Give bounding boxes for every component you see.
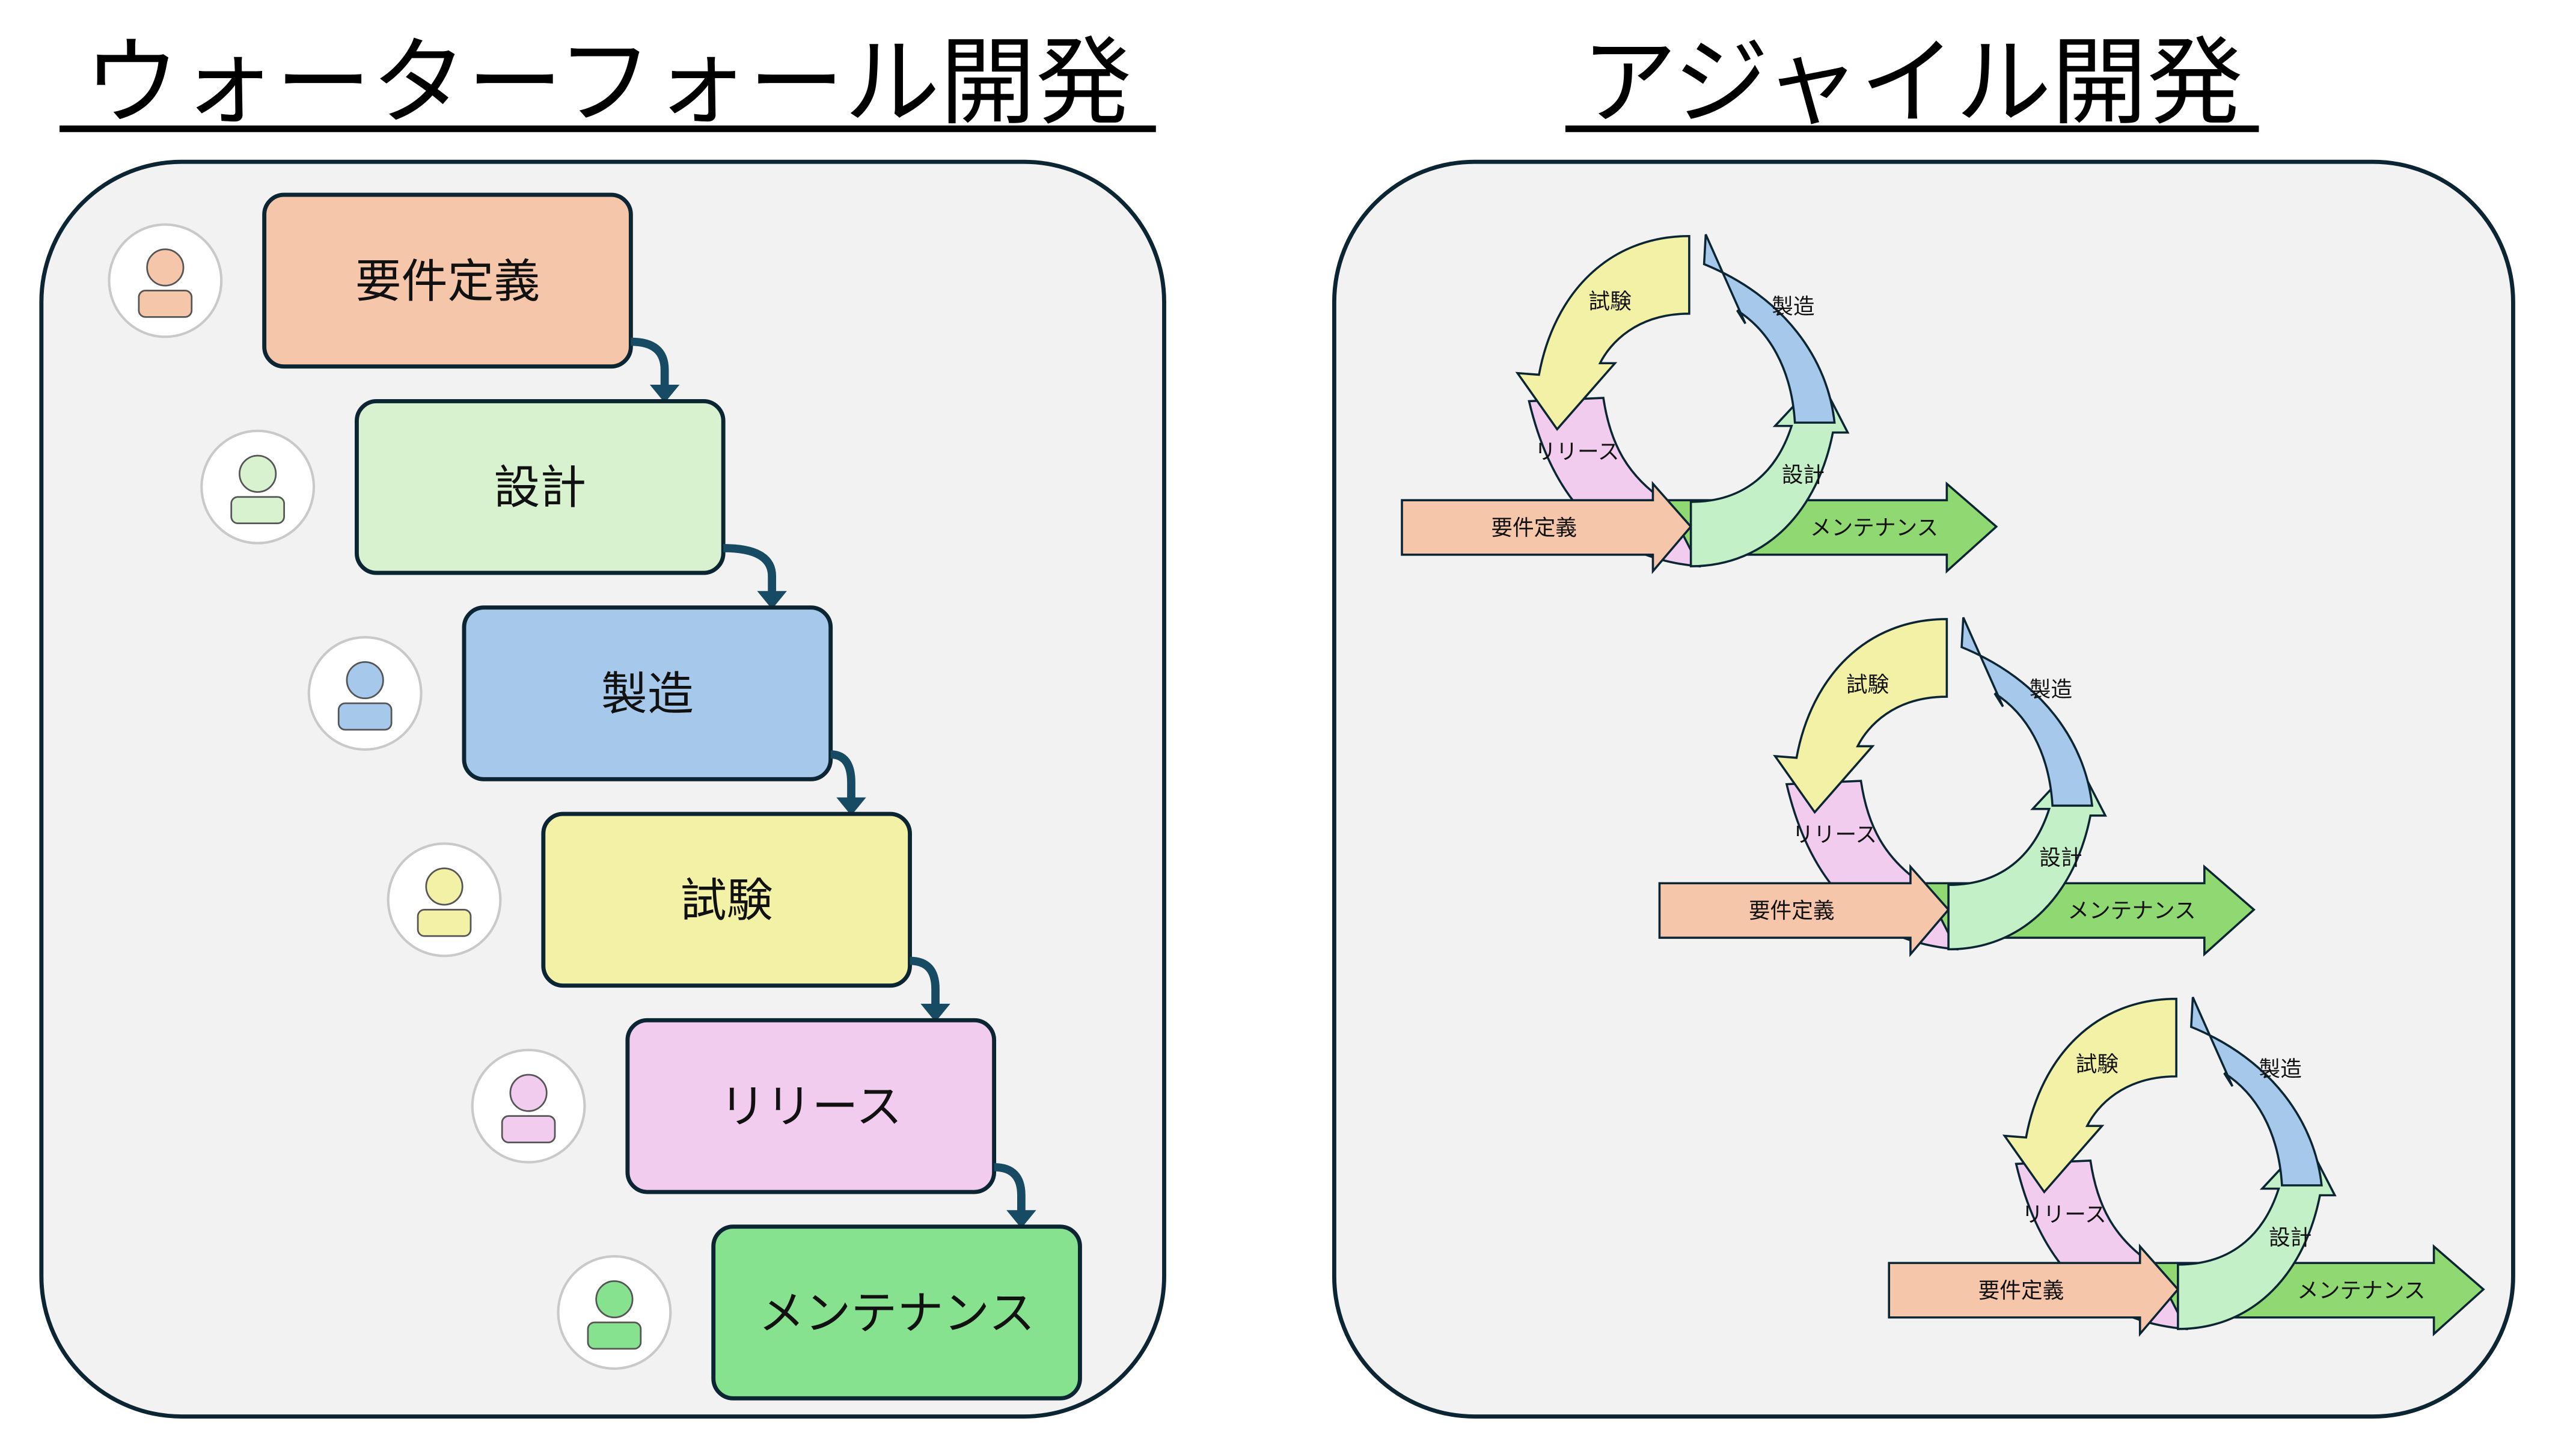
agile-panel	[1332, 159, 2515, 1419]
notebook-pencil-icon	[108, 223, 223, 338]
connector-arrow	[910, 956, 940, 1007]
design-arrow: 設計	[2177, 1138, 2337, 1330]
agile-cycles: メンテナンスリリース要件定義設計製造試験メンテナンスリリース要件定義設計製造試験…	[1401, 234, 2485, 1337]
waterfall-step: 製造	[307, 605, 833, 781]
test-arrow: 試験	[1773, 618, 1948, 814]
step-label: メンテナンス	[759, 1287, 1035, 1340]
waterfall-step: メンテナンス	[557, 1224, 1082, 1401]
designer-blueprint-icon	[200, 429, 316, 545]
design-arrow: 設計	[1689, 376, 1850, 567]
connector-arrowhead	[649, 384, 680, 403]
step-box	[625, 1018, 997, 1194]
release-arrow-label: リリース	[2022, 1202, 2106, 1227]
waterfall-step: 試験	[387, 811, 912, 988]
step-label: 設計	[494, 462, 586, 515]
maintenance-arrow-label: メンテナンス	[2297, 1279, 2425, 1303]
step-label: 要件定義	[355, 255, 540, 308]
waterfall-step: 要件定義	[108, 192, 633, 369]
step-box	[355, 399, 726, 575]
connector-arrowhead	[757, 591, 787, 610]
woman-laptop-icon	[471, 1048, 586, 1164]
requirements-arrow-label: 要件定義	[1491, 516, 1577, 540]
carpenter-chair-icon	[307, 636, 423, 751]
build-arrow-label: 製造	[2030, 677, 2072, 702]
release-arrow-label: リリース	[1792, 823, 1877, 848]
waterfall-step: リリース	[471, 1018, 997, 1194]
design-arrow: 設計	[1947, 759, 2107, 951]
connector-arrowhead	[836, 797, 866, 816]
test-arrow: 試験	[2002, 997, 2177, 1194]
step-box	[541, 811, 912, 988]
maintenance-arrow-label: メンテナンス	[2067, 899, 2195, 923]
build-arrow: 製造	[1703, 234, 1836, 424]
maintenance-arrow-label: メンテナンス	[1810, 516, 1938, 540]
requirements-arrow: 要件定義	[1401, 481, 1693, 575]
build-arrow: 製造	[2190, 997, 2323, 1187]
design-arrow-label: 設計	[2039, 846, 2082, 870]
requirements-arrow: 要件定義	[1658, 864, 1950, 958]
connector-arrow	[631, 337, 669, 388]
test-arrow-label: 試験	[1588, 290, 1631, 314]
design-arrow-label: 設計	[2269, 1226, 2311, 1250]
connector-arrow	[723, 543, 777, 594]
test-arrow-label: 試験	[2076, 1053, 2119, 1077]
requirements-arrow: 要件定義	[1888, 1243, 2180, 1337]
mechanic-toolbox-icon	[557, 1255, 672, 1370]
build-arrow: 製造	[1960, 617, 2094, 807]
requirements-arrow-label: 要件定義	[1978, 1279, 2064, 1303]
test-arrow: 試験	[1515, 234, 1690, 431]
fake-news-magnifier-icon	[387, 842, 502, 958]
step-label: 製造	[601, 668, 694, 721]
release-arrow-label: リリース	[1535, 440, 1620, 465]
step-label: 試験	[681, 874, 773, 927]
connector-arrow	[830, 750, 855, 801]
waterfall-title: ウォーターフォール開発	[84, 26, 1132, 138]
step-box	[262, 192, 633, 369]
build-arrow-label: 製造	[1772, 295, 1814, 319]
waterfall-step: 設計	[200, 399, 726, 575]
connector-arrowhead	[920, 1003, 950, 1022]
step-label: リリース	[720, 1081, 902, 1134]
design-arrow-label: 設計	[1782, 463, 1825, 487]
step-box	[711, 1224, 1082, 1401]
test-arrow-label: 試験	[1846, 673, 1889, 697]
connector-arrow	[994, 1163, 1026, 1214]
agile-title: アジャイル開発	[1581, 26, 2243, 138]
requirements-arrow-label: 要件定義	[1749, 899, 1835, 923]
step-box	[462, 605, 833, 781]
connector-arrowhead	[1006, 1210, 1036, 1229]
build-arrow-label: 製造	[2259, 1057, 2301, 1082]
